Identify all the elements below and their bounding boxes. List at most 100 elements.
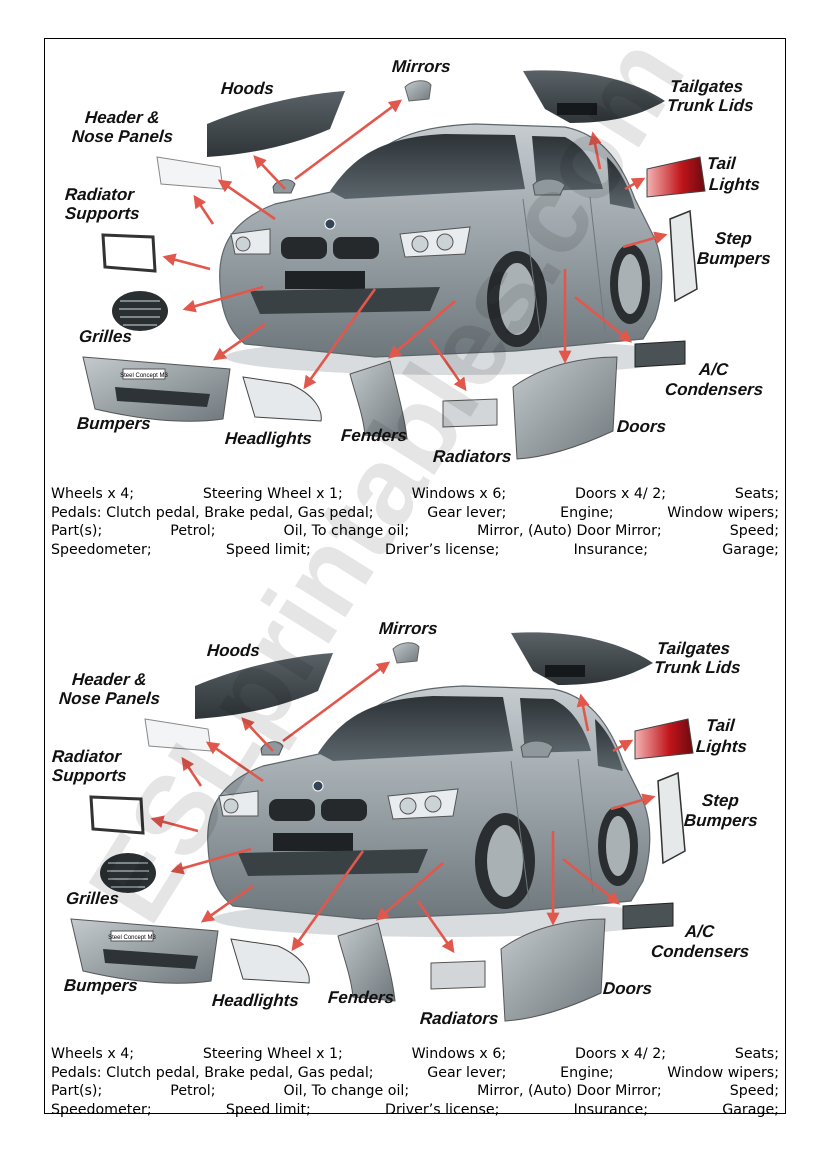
label-bumpers-step: Bumpers: [683, 811, 759, 830]
pointer-arrows: [150, 661, 656, 954]
radiator-part: [430, 960, 486, 990]
bumper-plate-text: Steel Concept M3: [120, 373, 168, 379]
label-fenders: Fenders: [327, 988, 395, 1007]
vocab-item: Steering Wheel x 1;: [202, 1046, 343, 1062]
door-part: [500, 918, 606, 1022]
vocab-item: Driver’s license;: [385, 1101, 500, 1118]
vocab-item: Engine;: [560, 504, 614, 521]
tail-light-part: [634, 718, 694, 760]
vocabulary-list: Wheels x 4; Steering Wheel x 1; Windows …: [51, 1045, 779, 1119]
vocab-item: Part(s);: [51, 523, 103, 539]
vocab-item: Gear lever;: [427, 504, 507, 521]
vocab-item: Doors x 4/ 2;: [574, 1046, 667, 1062]
label-supports: Supports: [51, 766, 128, 785]
vocab-item: Garage;: [722, 541, 779, 558]
trunk-lid-part: [523, 70, 665, 123]
fender-part: [337, 922, 396, 1002]
label-tail: Tail: [705, 716, 736, 735]
vocab-item: Speed;: [729, 523, 779, 539]
vocab-row: Part(s); Petrol; Oil, To change oil; Mir…: [51, 1082, 779, 1101]
bumper-part: Steel Concept M3: [70, 918, 219, 984]
step-bumper-part: [669, 209, 698, 303]
vocab-row: Pedals: Clutch pedal, Brake pedal, Gas p…: [51, 1064, 779, 1083]
vocab-item: Seats;: [734, 1046, 779, 1062]
ac-condenser-part: [622, 902, 674, 930]
vocab-item: Doors x 4/ 2;: [574, 486, 667, 502]
vocab-item: Speed;: [729, 1083, 779, 1099]
radiator-support-part: [89, 795, 145, 835]
label-radiators: Radiators: [419, 1009, 500, 1028]
label-step: Step: [714, 229, 753, 248]
label-header: Header &: [84, 108, 161, 127]
label-grilles: Grilles: [65, 889, 120, 908]
label-mirrors: Mirrors: [378, 619, 439, 638]
vocab-item: Part(s);: [51, 1083, 103, 1099]
vocabulary-list: Wheels x 4; Steering Wheel x 1; Windows …: [51, 485, 779, 559]
bumper-part: Steel Concept M3: [82, 356, 231, 422]
vocab-item: Mirror, (Auto) Door Mirror;: [477, 1083, 662, 1099]
label-step: Step: [701, 791, 740, 810]
vocab-item: Oil, To change oil;: [283, 1083, 410, 1099]
label-mirrors: Mirrors: [391, 57, 452, 76]
radiator-part: [442, 398, 498, 428]
vocab-item: Speed limit;: [225, 541, 311, 558]
label-ac: A/C: [698, 360, 729, 379]
label-hoods: Hoods: [220, 79, 275, 98]
door-part: [512, 356, 618, 460]
ac-condenser-part: [634, 340, 686, 368]
grille-part: [112, 291, 168, 331]
vocab-item: Mirror, (Auto) Door Mirror;: [477, 523, 662, 539]
car-parts-diagram: Steel Concept M3: [70, 632, 694, 1022]
vocab-item: Engine;: [560, 1064, 614, 1081]
vocab-row: Part(s); Petrol; Oil, To change oil; Mir…: [51, 522, 779, 541]
vocab-item: Insurance;: [573, 541, 649, 558]
label-bumpers: Bumpers: [76, 414, 152, 433]
vocab-item: Speed limit;: [225, 1101, 311, 1118]
car-parts-diagram: Steel Concept M3: [82, 70, 706, 460]
headlight-part: [230, 938, 310, 984]
label-condensers: Condensers: [650, 942, 750, 961]
car-image: [219, 123, 685, 375]
mirror-part: [404, 80, 432, 102]
label-grilles: Grilles: [78, 327, 133, 346]
mirror-part: [392, 642, 420, 664]
car-parts-panel-bottom: Steel Concept M3: [45, 599, 785, 1129]
vocab-item: Pedals: Clutch pedal, Brake pedal, Gas p…: [51, 504, 374, 521]
vocab-row: Speedometer; Speed limit; Driver’s licen…: [51, 541, 779, 560]
worksheet-page: Steel Concept M3: [44, 38, 786, 1118]
tail-light-part: [646, 156, 706, 198]
vocab-item: Petrol;: [170, 523, 216, 539]
hood-part: [195, 653, 333, 719]
vocab-item: Gear lever;: [427, 1064, 507, 1081]
vocab-item: Steering Wheel x 1;: [202, 486, 343, 502]
label-tailgates: Tailgates: [669, 77, 744, 96]
bumper-plate-text: Steel Concept M3: [108, 935, 156, 941]
headlight-part: [242, 376, 322, 422]
label-trunk-lids: Trunk Lids: [666, 96, 755, 115]
label-supports: Supports: [64, 204, 141, 223]
label-nose-panels: Nose Panels: [71, 127, 174, 146]
trunk-lid-part: [511, 632, 653, 685]
vocab-row: Wheels x 4; Steering Wheel x 1; Windows …: [51, 1045, 779, 1064]
vocab-item: Wheels x 4;: [51, 1046, 135, 1062]
label-tailgates: Tailgates: [656, 639, 731, 658]
label-hoods: Hoods: [206, 641, 261, 660]
car-image: [207, 685, 673, 937]
pointer-arrows: [162, 99, 668, 392]
fender-part: [349, 360, 408, 440]
vocab-item: Seats;: [734, 486, 779, 502]
label-headlights: Headlights: [224, 429, 313, 448]
label-trunk-lids: Trunk Lids: [653, 658, 742, 677]
label-headlights: Headlights: [211, 991, 300, 1010]
radiator-support-part: [101, 233, 157, 273]
car-parts-panel-top: Steel Concept M3: [45, 39, 785, 569]
hood-part: [207, 91, 345, 157]
label-tail: Tail: [706, 154, 737, 173]
label-condensers: Condensers: [664, 380, 764, 399]
vocab-item: Garage;: [722, 1101, 779, 1118]
grille-part: [100, 853, 156, 893]
vocab-item: Window wipers;: [667, 504, 779, 521]
label-bumpers: Bumpers: [63, 976, 139, 995]
vocab-row: Pedals: Clutch pedal, Brake pedal, Gas p…: [51, 504, 779, 523]
vocab-row: Speedometer; Speed limit; Driver’s licen…: [51, 1101, 779, 1120]
